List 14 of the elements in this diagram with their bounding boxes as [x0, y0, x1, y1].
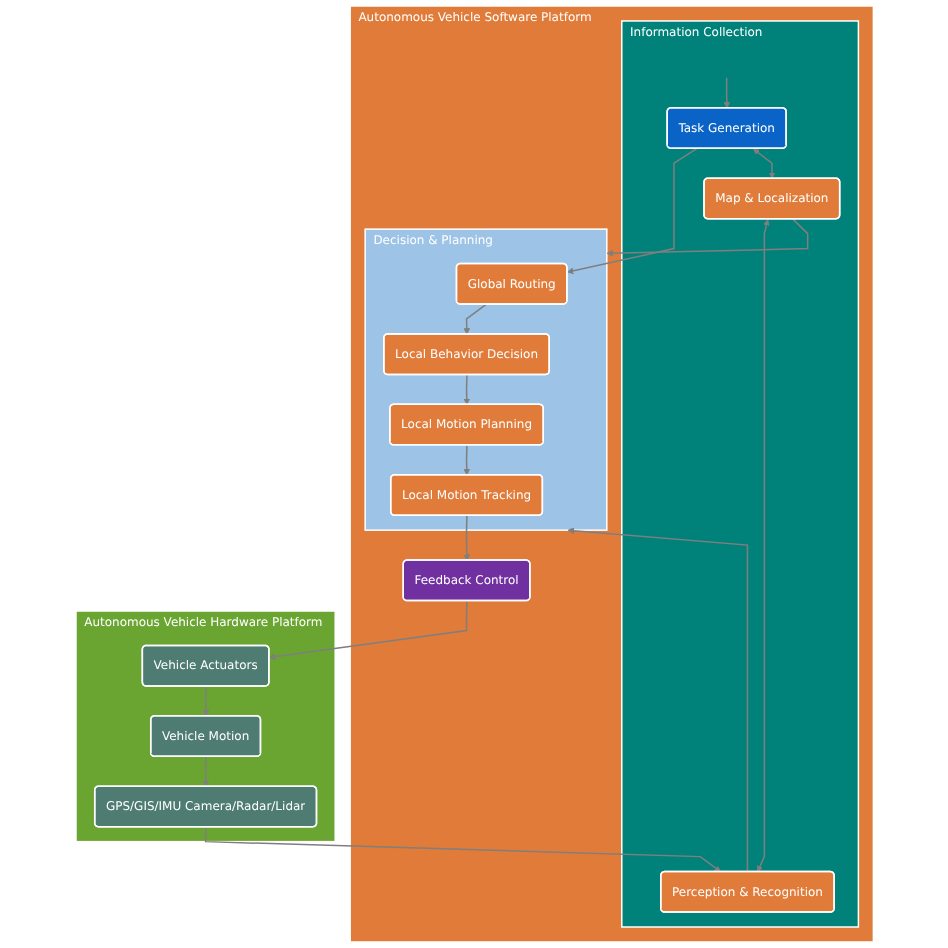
arrow	[462, 514, 470, 561]
arrow	[462, 303, 487, 335]
arrow	[201, 685, 209, 717]
arrow	[605, 217, 808, 257]
arrow	[462, 374, 470, 405]
arrow	[268, 600, 467, 660]
arrow	[752, 148, 775, 179]
arrow	[756, 219, 769, 873]
arrow	[566, 147, 697, 275]
arrow	[566, 527, 748, 873]
arrow	[201, 755, 209, 787]
arrow	[204, 826, 721, 873]
arrow	[462, 444, 470, 476]
arrow	[722, 77, 730, 109]
